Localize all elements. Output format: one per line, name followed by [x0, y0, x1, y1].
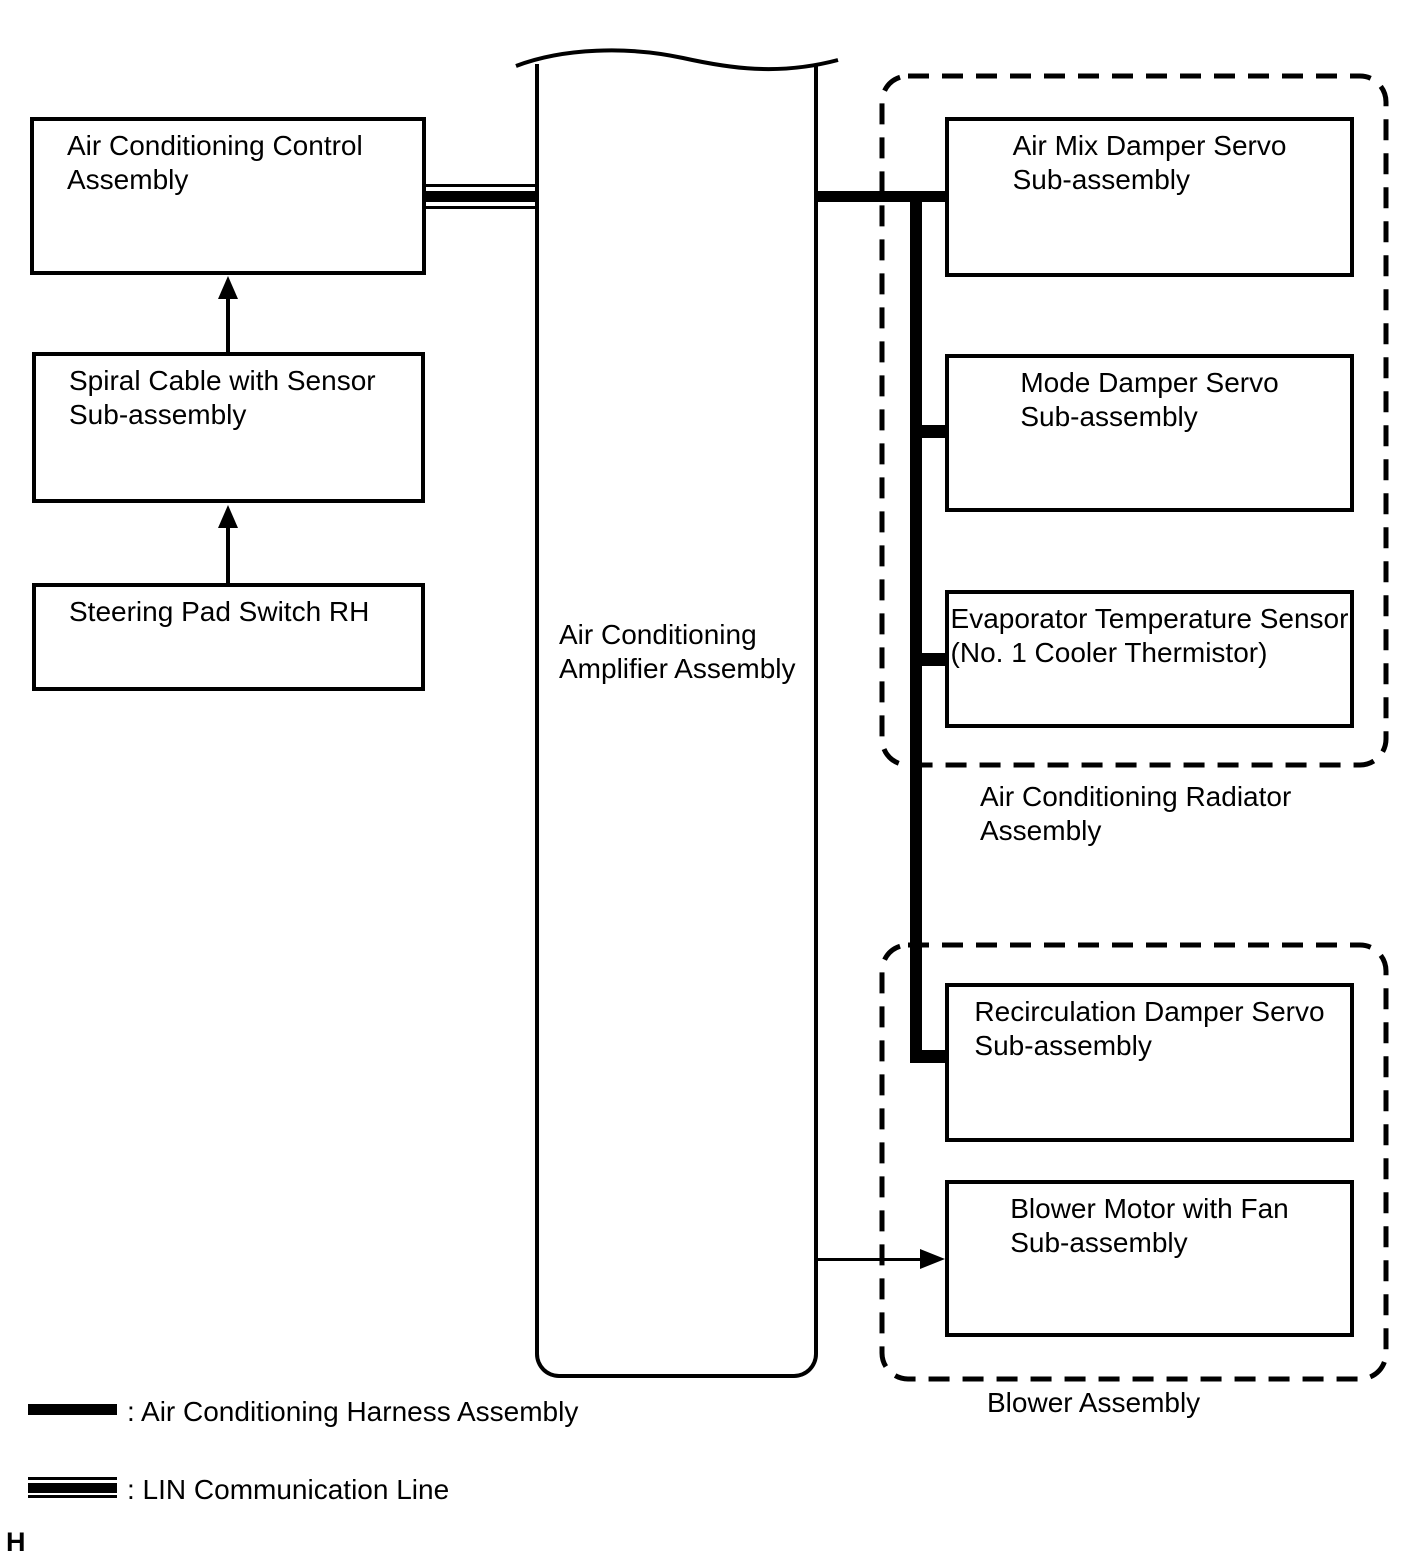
node-recirculation-damper-servo: Recirculation Damper Servo Sub-assembly [945, 983, 1354, 1142]
legend-label-harness: : Air Conditioning Harness Assembly [127, 1396, 579, 1427]
group-air-conditioning-radiator-assembly [879, 73, 1389, 768]
group-label-blower-assembly: Blower Assembly [987, 1387, 1201, 1418]
node-steering-pad-switch-rh: Steering Pad Switch RH [32, 583, 425, 691]
group-blower-assembly [879, 942, 1389, 1382]
arrow-up-icon [218, 276, 238, 299]
break-wave-line [515, 48, 839, 72]
arrow-amplifier-to-blower-motor [818, 1258, 920, 1261]
arrow-spiral-to-control [226, 296, 230, 352]
node-label: Evaporator Temperature Sensor (No. 1 Coo… [950, 603, 1349, 668]
node-label: Mode Damper Servo Sub-assembly [1020, 367, 1279, 432]
node-air-mix-damper-servo: Air Mix Damper Servo Sub-assembly [945, 117, 1354, 277]
node-mode-damper-servo: Mode Damper Servo Sub-assembly [945, 354, 1354, 512]
page-marker: H [6, 1527, 26, 1557]
node-label: Steering Pad Switch RH [69, 596, 370, 627]
lin-communication-line [426, 184, 539, 209]
node-blower-motor-with-fan: Blower Motor with Fan Sub-assembly [945, 1180, 1354, 1337]
node-evaporator-temperature-sensor: Evaporator Temperature Sensor (No. 1 Coo… [945, 590, 1354, 728]
harness-elbow-recirculation [910, 1050, 945, 1063]
harness-stub-evaporator [910, 653, 945, 666]
node-air-conditioning-control-assembly: Air Conditioning Control Assembly [30, 117, 426, 275]
harness-line-amplifier-to-airmix [818, 191, 945, 202]
node-label: Spiral Cable with Sensor Sub-assembly [69, 365, 376, 430]
harness-line-swatch [28, 1404, 117, 1415]
group-label-radiator-assembly: Air Conditioning Radiator Assembly [980, 781, 1292, 846]
legend-label-lin: : LIN Communication Line [127, 1474, 450, 1505]
node-label: Air Conditioning Control Assembly [67, 130, 363, 195]
harness-stub-mode-damper [910, 425, 945, 438]
node-label: Recirculation Damper Servo Sub-assembly [974, 996, 1325, 1061]
harness-trunk-line [910, 191, 922, 1063]
lin-line-swatch [28, 1477, 117, 1498]
arrow-up-icon [218, 505, 238, 528]
node-label: Air Conditioning Amplifier Assembly [559, 619, 796, 684]
node-label: Blower Motor with Fan Sub-assembly [1010, 1193, 1289, 1258]
arrow-right-icon [920, 1249, 945, 1269]
node-label: Air Mix Damper Servo Sub-assembly [1012, 130, 1287, 195]
node-air-conditioning-amplifier-assembly: Air Conditioning Amplifier Assembly [535, 64, 818, 1378]
node-spiral-cable-with-sensor: Spiral Cable with Sensor Sub-assembly [32, 352, 425, 503]
arrow-steering-to-spiral [226, 525, 230, 583]
